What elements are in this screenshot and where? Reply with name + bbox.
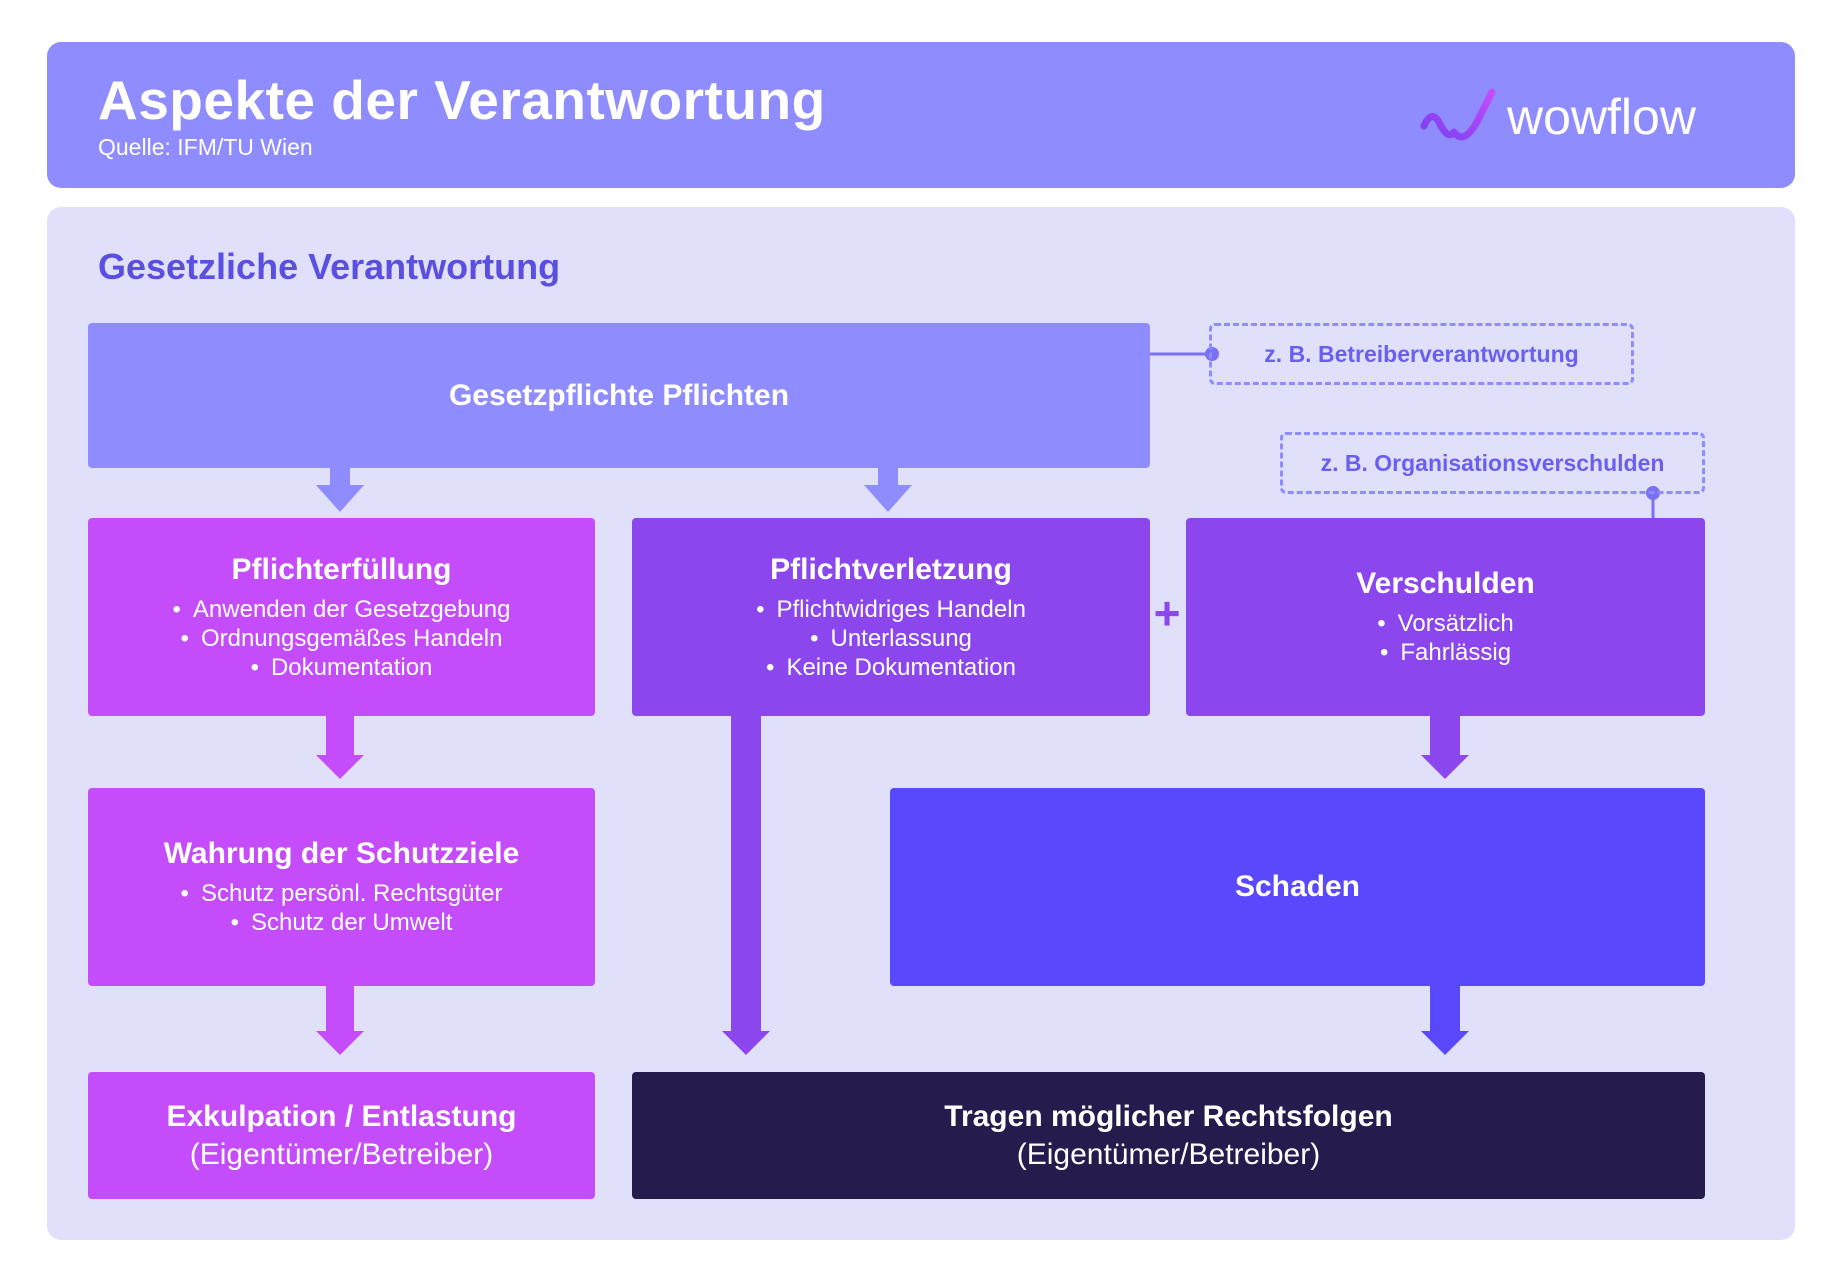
box-subtitle: (Eigentümer/Betreiber) xyxy=(1016,1137,1321,1171)
note-betreiberverantwortung: z. B. Betreiberverantwortung xyxy=(1209,323,1634,385)
box-verschulden: Verschulden Vorsätzlich Fahrlässig xyxy=(1186,518,1705,716)
section-title: Gesetzliche Verantwortung xyxy=(98,246,561,287)
list-item: Keine Dokumentation xyxy=(756,653,1026,682)
box-wahrung-der-schutzziele: Wahrung der Schutzziele Schutz persönl. … xyxy=(88,788,595,986)
bullet-list: Anwenden der Gesetzgebung Ordnungsgemäße… xyxy=(173,595,511,682)
list-item: Schutz der Umwelt xyxy=(181,908,503,937)
bullet-list: Vorsätzlich Fahrlässig xyxy=(1377,609,1514,667)
box-title: Schaden xyxy=(1234,870,1361,903)
list-item: Pflichtwidriges Handeln xyxy=(756,595,1025,624)
list-item: Unterlassung xyxy=(756,624,1026,653)
box-gesetzpflichte-pflichten: Gesetzpflichte Pflichten xyxy=(88,323,1150,468)
box-title: Pflichterfüllung xyxy=(231,552,452,586)
bullet-list: Schutz persönl. Rechtsgüter Schutz der U… xyxy=(181,879,503,937)
bullet-list: Pflichtwidriges Handeln Unterlassung Kei… xyxy=(756,595,1026,682)
box-pflichterfuellung: Pflichterfüllung Anwenden der Gesetzgebu… xyxy=(88,518,595,716)
box-title: Gesetzpflichte Pflichten xyxy=(448,378,790,412)
list-item: Fahrlässig xyxy=(1377,638,1513,667)
box-title: Wahrung der Schutzziele xyxy=(163,837,520,870)
box-subtitle: (Eigentümer/Betreiber) xyxy=(189,1137,494,1171)
note-organisationsverschulden: z. B. Organisationsverschulden xyxy=(1280,432,1705,494)
box-title: Tragen möglicher Rechtsfolgen xyxy=(944,1099,1393,1133)
box-schaden: Schaden xyxy=(890,788,1705,986)
box-title: Exkulpation / Entlastung xyxy=(166,1099,517,1133)
page-title: Aspekte der Verantwortung xyxy=(98,69,826,131)
plus-sign: + xyxy=(1153,587,1181,639)
box-title: Verschulden xyxy=(1356,567,1535,600)
box-tragen-moeglicher-rechtsfolgen: Tragen möglicher Rechtsfolgen (Eigentüme… xyxy=(632,1072,1705,1199)
header-banner xyxy=(47,42,1795,188)
list-item: Anwenden der Gesetzgebung xyxy=(173,595,511,624)
list-item: Vorsätzlich xyxy=(1377,609,1514,638)
box-pflichtverletzung: Pflichtverletzung Pflichtwidriges Handel… xyxy=(632,518,1150,716)
wowflow-logo-icon xyxy=(1420,88,1496,141)
box-exkulpation: Exkulpation / Entlastung (Eigentümer/Bet… xyxy=(88,1072,595,1199)
list-item: Ordnungsgemäßes Handeln xyxy=(173,624,511,653)
list-item: Dokumentation xyxy=(173,653,511,682)
wowflow-logo-text: wowflow xyxy=(1507,89,1696,145)
list-item: Schutz persönl. Rechtsgüter xyxy=(181,879,503,908)
box-title: Pflichtverletzung xyxy=(770,552,1012,586)
source-label: Quelle: IFM/TU Wien xyxy=(98,134,313,160)
